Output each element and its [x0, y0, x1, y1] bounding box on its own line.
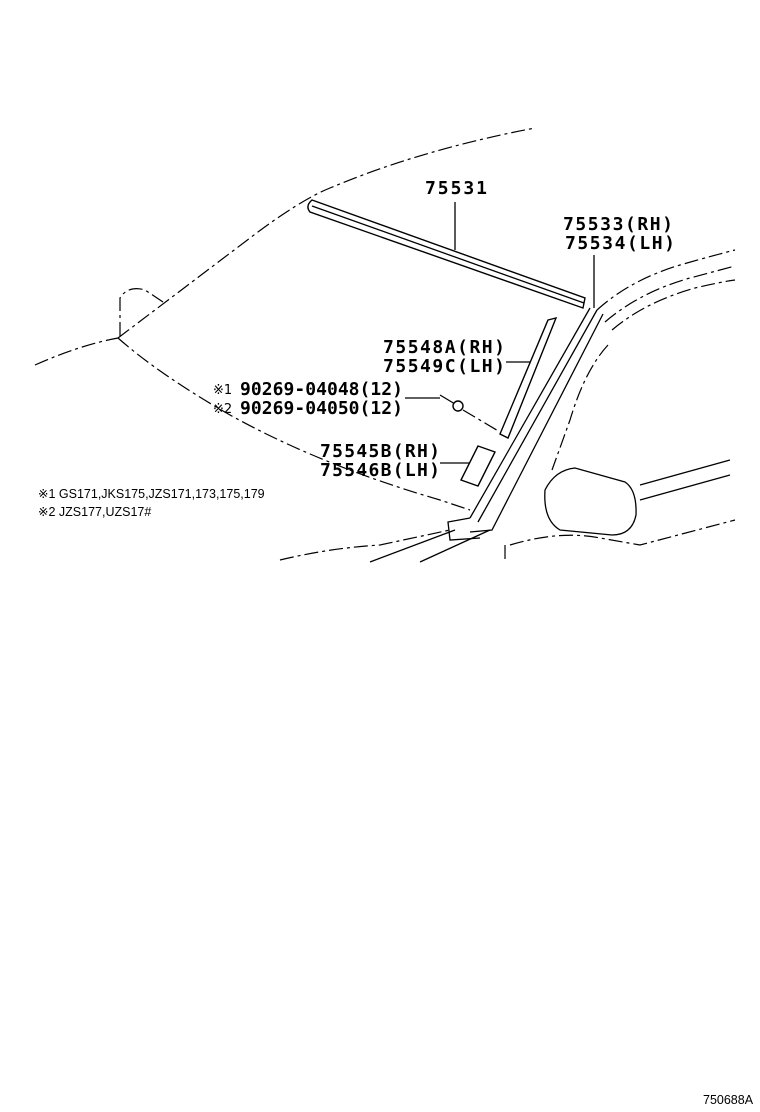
- footnote-1: ※1 GS171,JKS175,JZS171,173,175,179: [38, 487, 265, 501]
- pillar-molding-part: [447, 307, 604, 541]
- callout-75548a-rh: 75548A(RH): [383, 337, 505, 358]
- callout-clip-2: 90269-04050(12): [240, 398, 403, 419]
- footnote-mark-2: ※2: [213, 402, 232, 417]
- callout-75549c-lh: 75549C(LH): [383, 356, 505, 377]
- leader-lines: [405, 202, 595, 464]
- callout-75545b-rh: 75545B(RH): [320, 441, 440, 462]
- clip-part: [439, 394, 501, 433]
- piece-part: [460, 445, 496, 487]
- callout-75546b-lh: 75546B(LH): [320, 460, 440, 481]
- callout-clip-1: 90269-04048(12): [240, 379, 403, 400]
- door-mirror: [544, 467, 637, 536]
- illustration-code: 750688A: [703, 1093, 754, 1107]
- retainer-part: [499, 316, 558, 439]
- callout-75534-lh: 75534(LH): [565, 233, 675, 254]
- footnote-2: ※2 JZS177,UZS17#: [38, 505, 151, 519]
- footnote-mark-1: ※1: [213, 383, 232, 398]
- callout-75531: 75531: [425, 178, 487, 199]
- callout-75533-rh: 75533(RH): [563, 214, 673, 235]
- car-body-outline: [34, 127, 736, 563]
